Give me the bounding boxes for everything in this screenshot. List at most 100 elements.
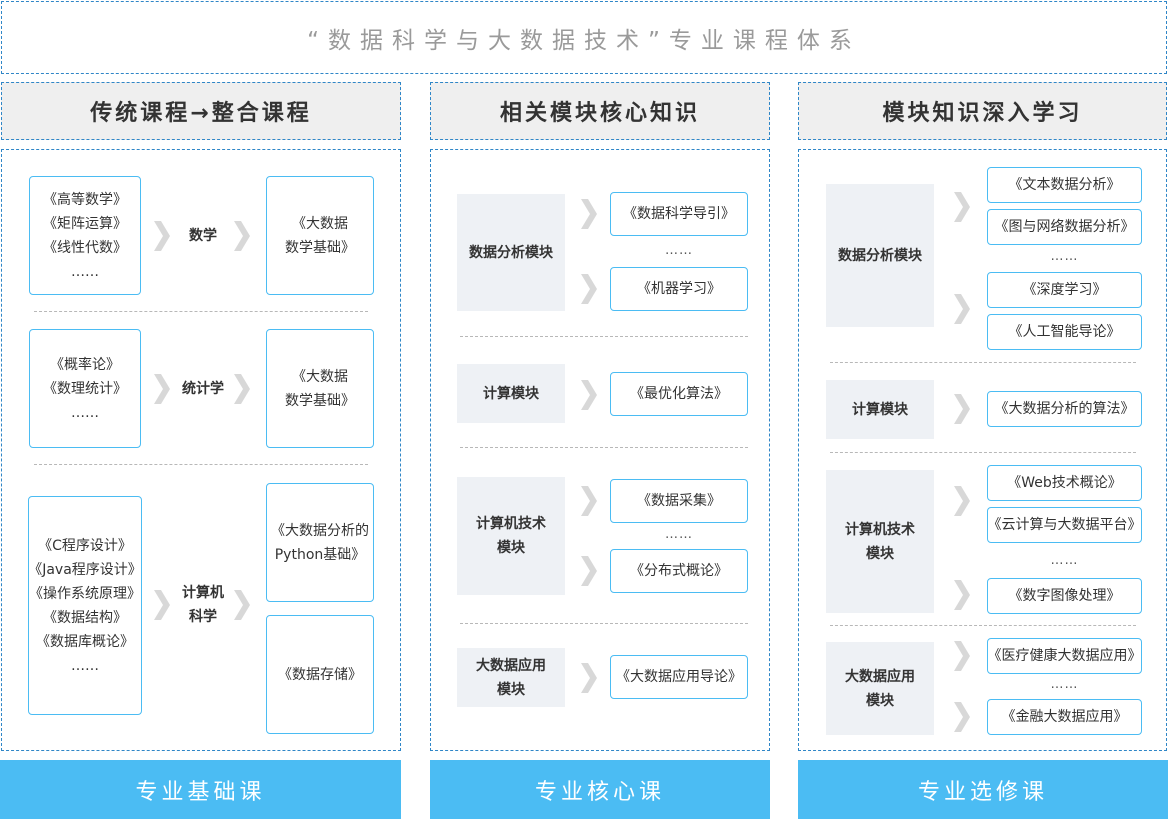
course-name: 《云计算与大数据平台》 — [987, 517, 1142, 533]
course-name: 《机器学习》 — [637, 281, 721, 297]
module-name: 计算机技术 — [476, 516, 546, 532]
column-header-core: 相关模块核心知识 — [430, 82, 770, 140]
course-name: 《数据结构》 — [43, 609, 127, 626]
chevron-right-icon — [581, 556, 597, 586]
course-name: 《图与网络数据分析》 — [994, 219, 1135, 235]
module-name: 模块 — [866, 692, 894, 709]
subject-label-text: 统计学 — [182, 381, 224, 397]
course-name: 数学基础》 — [285, 239, 355, 256]
course-name: 《概率论》 — [50, 356, 120, 373]
course-box: 《数据科学导引》 — [610, 192, 748, 236]
course-name: 《大数据分析的算法》 — [994, 401, 1135, 417]
module-name: 模块 — [497, 540, 525, 556]
module-box: 计算模块 — [457, 364, 565, 423]
course-name: 《数据库概论》 — [36, 633, 134, 650]
traditional-course-box: 《C程序设计》 《Java程序设计》 《操作系统原理》 《数据结构》 《数据库概… — [28, 496, 142, 715]
chevron-right-icon — [581, 380, 597, 410]
chevron-right-icon — [234, 374, 250, 404]
course-name: 《Java程序设计》 — [28, 561, 142, 578]
column-header-foundation: 传统课程→整合课程 — [1, 82, 401, 140]
module-name: 计算机技术 — [845, 521, 915, 538]
integrated-course-box: 《大数据分析的 Python基础》 — [266, 483, 374, 602]
module-box: 数据分析模块 — [457, 194, 565, 311]
course-name: 数学基础》 — [285, 392, 355, 409]
column-header-elective: 模块知识深入学习 — [798, 82, 1167, 140]
ellipsis: …… — [71, 657, 99, 674]
column-panel-elective — [798, 149, 1167, 751]
course-name: 《数据存储》 — [278, 666, 362, 683]
integrated-course-box: 《数据存储》 — [266, 615, 374, 734]
course-name: 《深度学习》 — [1022, 282, 1107, 298]
course-box: 《Web技术概论》 — [987, 465, 1142, 501]
module-name: 数据分析模块 — [469, 244, 553, 261]
chevron-right-icon — [954, 294, 970, 324]
course-name: 《大数据分析的 — [271, 522, 369, 539]
traditional-course-box: 《概率论》 《数理统计》 …… — [29, 329, 141, 448]
chevron-right-icon — [954, 641, 970, 671]
course-box: 《大数据应用导论》 — [610, 655, 748, 699]
chevron-right-icon — [581, 199, 597, 229]
ellipsis: …… — [1050, 553, 1079, 568]
subject-label-text: 科学 — [189, 609, 217, 625]
module-name: 大数据应用 — [476, 657, 546, 674]
chevron-right-icon — [954, 580, 970, 610]
module-divider — [460, 336, 748, 337]
course-name: 《大数据应用导论》 — [616, 669, 742, 685]
chevron-right-icon — [154, 221, 170, 251]
course-box: 《文本数据分析》 — [987, 167, 1142, 203]
course-name: Python基础》 — [274, 546, 366, 563]
course-name: 《数理统计》 — [43, 380, 127, 397]
course-name: 《矩阵运算》 — [43, 215, 127, 232]
course-box: 《云计算与大数据平台》 — [987, 507, 1142, 543]
integrated-course-box: 《大数据 数学基础》 — [266, 176, 374, 295]
chevron-right-icon — [581, 663, 597, 693]
module-divider — [830, 625, 1136, 626]
module-name: 模块 — [497, 681, 525, 698]
course-name: 《数据采集》 — [637, 493, 721, 509]
module-name: 数据分析模块 — [838, 247, 922, 264]
column-panel-foundation — [1, 149, 401, 751]
course-name: 《线性代数》 — [43, 239, 127, 256]
course-name: 《分布式概论》 — [630, 563, 728, 579]
module-box: 计算机技术 模块 — [826, 470, 934, 613]
ellipsis: …… — [71, 263, 99, 280]
course-name: 《操作系统原理》 — [29, 585, 141, 602]
course-box: 《大数据分析的算法》 — [987, 391, 1142, 427]
module-box: 数据分析模块 — [826, 184, 934, 327]
course-box: 《数据采集》 — [610, 479, 748, 523]
subject-label: 计算机 科学 — [172, 580, 234, 630]
ellipsis: …… — [665, 243, 693, 258]
chevron-right-icon — [234, 590, 250, 620]
course-box: 《分布式概论》 — [610, 549, 748, 593]
chevron-right-icon — [154, 590, 170, 620]
chevron-right-icon — [234, 221, 250, 251]
course-box: 《数字图像处理》 — [987, 578, 1142, 614]
course-name: 《高等数学》 — [43, 191, 127, 208]
chevron-right-icon — [154, 374, 170, 404]
course-name: 《文本数据分析》 — [1008, 177, 1121, 193]
course-name: 《金融大数据应用》 — [1001, 709, 1128, 725]
module-name: 计算模块 — [483, 385, 539, 402]
course-box: 《医疗健康大数据应用》 — [987, 638, 1142, 674]
chevron-right-icon — [581, 486, 597, 516]
module-divider — [460, 447, 748, 448]
module-box: 大数据应用 模块 — [457, 648, 565, 707]
column-panel-core — [430, 149, 770, 751]
group-divider — [34, 311, 368, 312]
course-name: 《大数据 — [292, 368, 348, 385]
chevron-right-icon — [581, 274, 597, 304]
course-name: 《Web技术概论》 — [1007, 475, 1122, 491]
course-name: 《大数据 — [292, 215, 348, 232]
subject-label: 统计学 — [172, 374, 234, 404]
ellipsis: …… — [665, 527, 693, 542]
course-box: 《图与网络数据分析》 — [987, 209, 1142, 245]
course-box: 《金融大数据应用》 — [987, 699, 1142, 735]
course-name: 《数字图像处理》 — [1008, 588, 1121, 604]
subject-label: 数学 — [172, 221, 234, 251]
course-name: 《C程序设计》 — [38, 537, 132, 554]
module-divider — [830, 362, 1136, 363]
module-name: 模块 — [866, 545, 894, 562]
chevron-right-icon — [954, 486, 970, 516]
chevron-right-icon — [954, 702, 970, 732]
course-box: 《机器学习》 — [610, 267, 748, 311]
